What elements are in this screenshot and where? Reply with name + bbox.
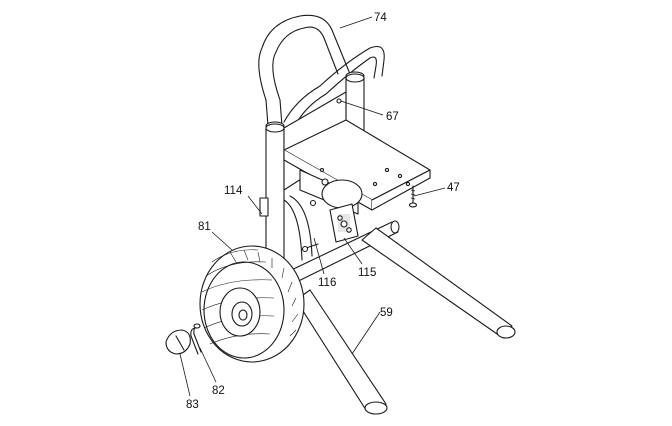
clamp-block — [329, 203, 359, 243]
callout-labels: 74 67 47 114 81 116 115 59 82 83 — [186, 12, 460, 411]
callout-115: 115 — [358, 267, 376, 279]
callout-74: 74 — [374, 12, 387, 24]
callout-116: 116 — [318, 277, 336, 289]
callout-47: 47 — [447, 182, 460, 194]
hub-cap — [165, 329, 191, 355]
callout-82: 82 — [212, 385, 225, 397]
wheel — [199, 245, 305, 363]
callout-83: 83 — [186, 399, 199, 411]
leader-lines — [179, 16, 446, 397]
callout-114: 114 — [224, 185, 243, 197]
callout-67: 67 — [386, 111, 399, 123]
rear-leg — [295, 227, 516, 415]
callout-59: 59 — [380, 307, 393, 319]
callout-81: 81 — [198, 221, 211, 233]
screw — [408, 185, 418, 208]
cotter-pin — [190, 323, 202, 355]
